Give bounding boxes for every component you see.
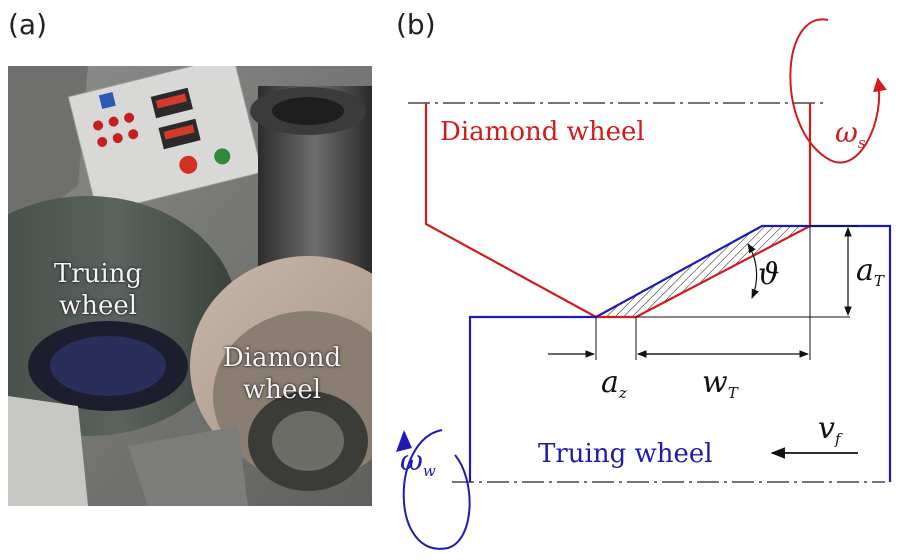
photo-truing-line1: Truing — [53, 259, 143, 289]
vf-symbol: v — [818, 411, 835, 446]
aT-symbol: a — [856, 253, 874, 288]
machine-frame — [8, 66, 88, 236]
photo-truing-line2: wheel — [58, 291, 138, 321]
truing-wheel-outline — [468, 224, 892, 482]
control-panel — [67, 66, 263, 214]
omega-w-arrowhead — [396, 430, 412, 452]
machine-base — [8, 396, 88, 506]
az-label: az — [601, 365, 627, 402]
photo-truing-wheel-label: Truing wheel — [28, 258, 168, 322]
vf-subscript: f — [834, 430, 843, 448]
diamond-wheel-outline — [424, 103, 812, 319]
theta-angle-arc — [747, 243, 759, 299]
panel-b-label: (b) — [396, 8, 436, 41]
omega-w-label: ωw — [400, 444, 436, 480]
theta-label: ϑ — [758, 257, 779, 292]
az-subscript: z — [618, 384, 627, 402]
photo-diamond-line1: Diamond — [222, 343, 342, 373]
omega-w-symbol: ω — [400, 444, 423, 477]
truing-wheel-label: Truing wheel — [538, 439, 713, 469]
aT-subscript: T — [874, 272, 885, 290]
omega-s-symbol: ω — [835, 116, 858, 149]
wT-label: wT — [702, 365, 739, 402]
wT-subscript: T — [728, 384, 739, 402]
panel-a-label: (a) — [8, 8, 48, 41]
omega-s-rotation-arrow — [789, 18, 887, 164]
omega-s-subscript: s — [858, 134, 866, 152]
vf-label: vf — [818, 411, 843, 448]
setup-photo: Truing wheel Diamond wheel — [8, 66, 372, 506]
az-symbol: a — [601, 365, 619, 400]
omega-s-label: ωs — [835, 116, 866, 152]
diamond-wheel-label: Diamond wheel — [440, 117, 645, 147]
omega-w-subscript: w — [423, 462, 436, 480]
photo-diamond-wheel-label: Diamond wheel — [212, 342, 352, 406]
omega-w-rotation-arrow — [402, 429, 471, 550]
photo-diamond-line2: wheel — [242, 375, 322, 405]
aT-label: aT — [856, 253, 885, 290]
truing-geometry-diagram: Diamond wheel Truing wheel ωs ωw aT az w… — [396, 18, 892, 550]
wT-symbol: w — [702, 365, 728, 400]
